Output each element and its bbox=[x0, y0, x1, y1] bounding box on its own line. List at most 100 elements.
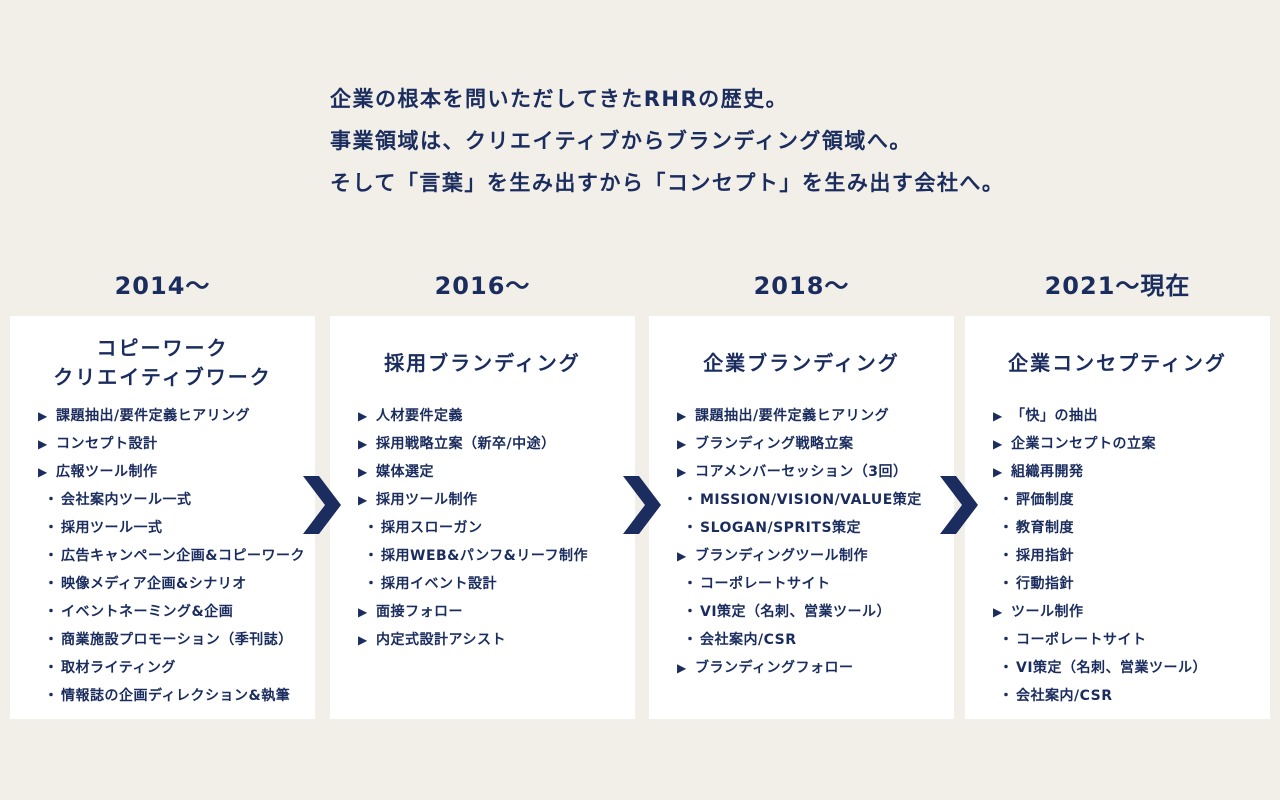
service-item: ▶ブランディング戦略立案 bbox=[677, 430, 944, 458]
dot-bullet-icon: ・ bbox=[999, 632, 1014, 648]
service-item: ▶ コンセプト設計 bbox=[38, 430, 305, 458]
service-item: ▶採用ツール制作 bbox=[358, 486, 625, 514]
arrow-bullet-icon: ▶ bbox=[358, 605, 368, 619]
intro-line: 企業の根本を問いただしてきたRHRの歴史。 bbox=[330, 87, 789, 111]
service-item: ・採用指針 bbox=[993, 542, 1260, 570]
timeline-column-2018: 2018〜 企業ブランディング ▶課題抽出/要件定義ヒアリング ▶ブランディング… bbox=[649, 270, 954, 719]
service-item-label: 「快」の抽出 bbox=[1011, 408, 1098, 424]
service-item: ・会社案内/CSR bbox=[993, 682, 1260, 710]
service-item: ▶ブランディングフォロー bbox=[677, 654, 944, 682]
service-item-label: VI策定（名刺、営業ツール） bbox=[700, 604, 892, 620]
dot-bullet-icon: ・ bbox=[364, 548, 379, 564]
service-list: ▶課題抽出/要件定義ヒアリング ▶コンセプト設計 ▶広報ツール制作 ・会社案内ツ… bbox=[10, 402, 315, 710]
year-label: 2014〜 bbox=[114, 272, 211, 300]
service-item: ▶ツール制作 bbox=[993, 598, 1260, 626]
service-item-label: 評価制度 bbox=[1016, 492, 1074, 508]
year-label: 2018〜 bbox=[753, 272, 850, 300]
service-item: ・行動指針 bbox=[993, 570, 1260, 598]
service-item-label: 採用スローガン bbox=[381, 520, 483, 536]
service-item: ・映像メディア企画&シナリオ bbox=[38, 570, 305, 598]
dot-bullet-icon: ・ bbox=[44, 520, 59, 536]
service-item-label: 人材要件定義 bbox=[376, 408, 463, 424]
intro-line: 事業領域は、クリエイティブからブランディング領域へ。 bbox=[330, 129, 912, 153]
service-item: ・採用WEB&パンフ&リーフ制作 bbox=[358, 542, 625, 570]
arrow-bullet-icon: ▶ bbox=[677, 661, 687, 675]
service-item-label: 企業コンセプトの立案 bbox=[1011, 436, 1156, 452]
dot-bullet-icon: ・ bbox=[683, 576, 698, 592]
arrow-bullet-icon: ▶ bbox=[677, 437, 687, 451]
card-title: コピーワーク クリエイティブワーク bbox=[53, 336, 272, 389]
dot-bullet-icon: ・ bbox=[364, 520, 379, 536]
service-item-label: MISSION/VISION/VALUE策定 bbox=[700, 492, 922, 508]
arrow-bullet-icon: ▶ bbox=[358, 437, 368, 451]
year-label: 2016〜 bbox=[434, 272, 531, 300]
service-item: ・イベントネーミング&企画 bbox=[38, 598, 305, 626]
service-item: ▶広報ツール制作 bbox=[38, 458, 305, 486]
arrow-bullet-icon: ▶ bbox=[993, 437, 1003, 451]
intro-line: そして「言葉」を生み出すから「コンセプト」を生み出す会社へ。 bbox=[330, 171, 1005, 195]
chevron-right-icon bbox=[303, 476, 341, 538]
dot-bullet-icon: ・ bbox=[44, 632, 59, 648]
arrow-bullet-icon: ▶ bbox=[38, 409, 48, 423]
service-item-label: イベントネーミング&企画 bbox=[61, 604, 234, 620]
dot-bullet-icon: ・ bbox=[44, 492, 59, 508]
timeline-card: 採用ブランディング ▶人材要件定義 ▶採用戦略立案（新卒/中途） ▶媒体選定 ▶… bbox=[330, 316, 635, 719]
service-item-label: 情報誌の企画ディレクション&執筆 bbox=[61, 688, 291, 704]
service-item-label: 課題抽出/要件定義ヒアリング bbox=[695, 408, 890, 424]
service-item: ・MISSION/VISION/VALUE策定 bbox=[677, 486, 944, 514]
arrow-bullet-icon: ▶ bbox=[38, 437, 48, 451]
service-item-label: 媒体選定 bbox=[376, 464, 434, 480]
chevron-right-icon bbox=[623, 476, 661, 538]
dot-bullet-icon: ・ bbox=[999, 492, 1014, 508]
service-item-label: ブランディングツール制作 bbox=[695, 548, 869, 564]
card-title: 企業コンセプティング bbox=[1008, 350, 1227, 375]
service-item: ・情報誌の企画ディレクション&執筆 bbox=[38, 682, 305, 710]
arrow-bullet-icon: ▶ bbox=[38, 465, 48, 479]
arrow-bullet-icon: ▶ bbox=[358, 633, 368, 647]
service-item: ・コーポレートサイト bbox=[993, 626, 1260, 654]
arrow-bullet-icon: ▶ bbox=[677, 409, 687, 423]
service-item-label: 採用ツール制作 bbox=[376, 492, 478, 508]
service-item: ・SLOGAN/SPRITS策定 bbox=[677, 514, 944, 542]
dot-bullet-icon: ・ bbox=[44, 660, 59, 676]
service-item: ▶ 内定式設計アシスト bbox=[358, 626, 625, 654]
dot-bullet-icon: ・ bbox=[999, 548, 1014, 564]
service-list: ▶人材要件定義 ▶採用戦略立案（新卒/中途） ▶媒体選定 ▶採用ツール制作 ・採… bbox=[330, 402, 635, 654]
service-item: ・教育制度 bbox=[993, 514, 1260, 542]
arrow-bullet-icon: ▶ bbox=[993, 605, 1003, 619]
service-item-label: コーポレートサイト bbox=[700, 576, 831, 592]
dot-bullet-icon: ・ bbox=[683, 520, 698, 536]
service-item: ▶ 課題抽出/要件定義ヒアリング bbox=[38, 402, 305, 430]
service-item-label: 映像メディア企画&シナリオ bbox=[61, 576, 247, 592]
service-item: ▶ 媒体選定 bbox=[358, 458, 625, 486]
service-list: ▶課題抽出/要件定義ヒアリング ▶ブランディング戦略立案 ▶コアメンバーセッショ… bbox=[649, 402, 954, 682]
service-item: ・採用スローガン bbox=[358, 514, 625, 542]
service-item-label: 採用戦略立案（新卒/中途） bbox=[376, 436, 556, 452]
service-item: ▶ブランディングツール制作 bbox=[677, 542, 944, 570]
service-item-label: 採用ツール一式 bbox=[61, 520, 163, 536]
service-item-label: コンセプト設計 bbox=[56, 436, 158, 452]
arrow-bullet-icon: ▶ bbox=[358, 465, 368, 479]
arrow-bullet-icon: ▶ bbox=[993, 465, 1003, 479]
service-item: ▶「快」の抽出 bbox=[993, 402, 1260, 430]
service-item: ・VI策定（名刺、営業ツール） bbox=[677, 598, 944, 626]
service-item-label: 課題抽出/要件定義ヒアリング bbox=[56, 408, 251, 424]
service-item-label: 広告キャンペーン企画&コピーワーク bbox=[61, 548, 306, 564]
dot-bullet-icon: ・ bbox=[683, 632, 698, 648]
service-item-label: 採用WEB&パンフ&リーフ制作 bbox=[381, 548, 589, 564]
service-item-label: 商業施設プロモーション（季刊誌） bbox=[61, 632, 293, 648]
arrow-bullet-icon: ▶ bbox=[358, 409, 368, 423]
timeline-column-2016: 2016〜 採用ブランディング ▶人材要件定義 ▶採用戦略立案（新卒/中途） ▶… bbox=[330, 270, 635, 719]
dot-bullet-icon: ・ bbox=[364, 576, 379, 592]
dot-bullet-icon: ・ bbox=[44, 576, 59, 592]
service-item-label: 行動指針 bbox=[1016, 576, 1074, 592]
service-list: ▶「快」の抽出 ▶企業コンセプトの立案 ▶組織再開発 ・評価制度 ・教育制度 ・… bbox=[965, 402, 1270, 710]
timeline-card: コピーワーク クリエイティブワーク ▶ 課題抽出/要件定義ヒアリング ▶ コンセプト… bbox=[10, 316, 315, 719]
service-item: ・VI策定（名刺、営業ツール） bbox=[993, 654, 1260, 682]
service-item: ▶ 採用戦略立案（新卒/中途） bbox=[358, 430, 625, 458]
service-item-label: 会社案内/CSR bbox=[700, 632, 797, 648]
service-item-label: 内定式設計アシスト bbox=[376, 632, 506, 648]
service-item: ▶ 課題抽出/要件定義ヒアリング bbox=[677, 402, 944, 430]
service-item-label: 教育制度 bbox=[1016, 520, 1074, 536]
service-item-label: 会社案内/CSR bbox=[1016, 688, 1113, 704]
